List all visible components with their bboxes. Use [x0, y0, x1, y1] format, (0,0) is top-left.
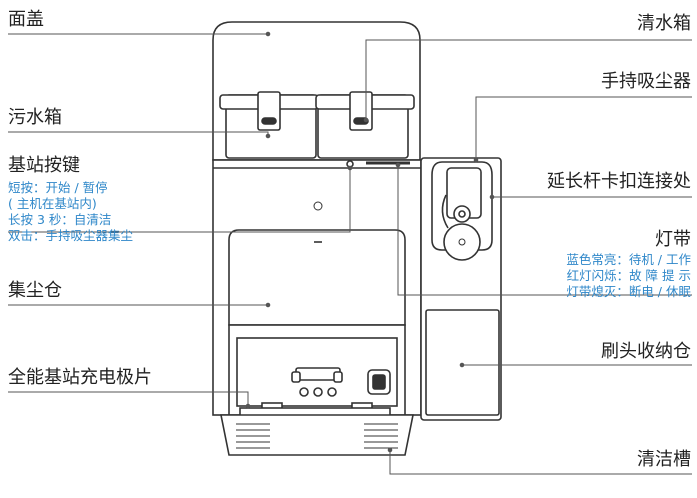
label-clean-tank: 清水箱 [637, 13, 691, 34]
light-notes: 蓝色常亮：待机 / 工作 红灯闪烁：故 障 提 示 灯带熄灭：断电 / 休眠 [566, 252, 691, 300]
button-note-short-press: 短按：开始 / 暂停 [8, 180, 108, 195]
button-note-double-click: 双击：手持吸尘器集尘 [8, 228, 134, 243]
button-notes: 短按：开始 / 暂停 ( 主机在基站内) 长按 3 秒：自清洁 双击：手持吸尘器… [8, 180, 133, 244]
label-brush-storage: 刷头收纳仓 [601, 341, 691, 362]
label-charging-plate: 全能基站充电极片 [8, 367, 152, 388]
button-note-long-press: 长按 3 秒：自清洁 [8, 212, 112, 227]
cleaning-tray-shape [220, 414, 414, 456]
brush-storage-shape [425, 309, 500, 416]
light-note-blue: 蓝色常亮：待机 / 工作 [566, 252, 691, 267]
label-handheld-vacuum: 手持吸尘器 [601, 71, 691, 92]
label-dust-bin: 集尘仓 [8, 280, 62, 301]
light-note-off: 灯带熄灭：断电 / 休眠 [566, 284, 691, 299]
leader-lines [8, 31, 692, 475]
label-cover: 面盖 [8, 9, 44, 30]
label-dirty-tank: 污水箱 [8, 107, 62, 128]
base-station-illustration [212, 21, 502, 456]
button-note-in-base: ( 主机在基站内) [8, 196, 97, 211]
light-note-red: 红灯闪烁：故 障 提 示 [566, 268, 691, 283]
dust-bin-shape [228, 229, 406, 326]
label-base-button: 基站按键 [8, 155, 80, 176]
label-extension-rod: 延长杆卡扣连接处 [547, 171, 691, 192]
label-light-strip: 灯带 [655, 229, 691, 250]
label-cleaning-tray: 清洁槽 [637, 449, 691, 470]
